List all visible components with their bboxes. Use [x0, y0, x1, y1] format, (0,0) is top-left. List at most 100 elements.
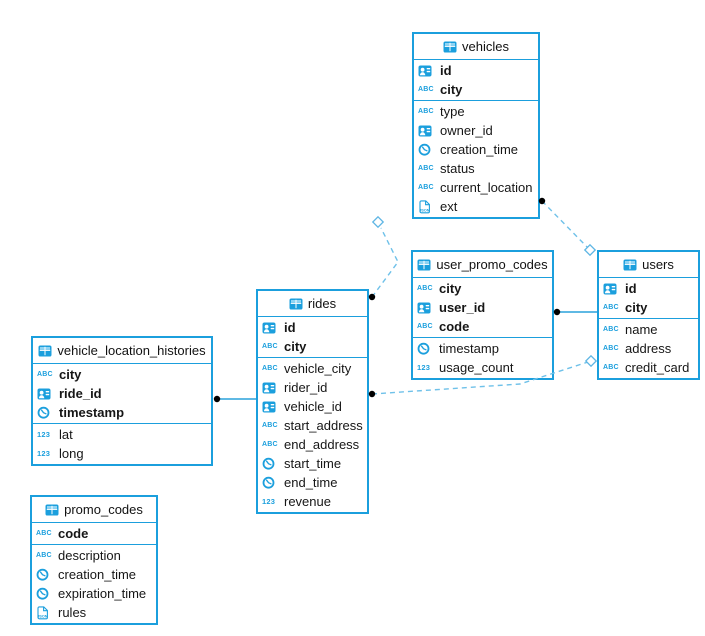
field-row-city[interactable]: ABC city — [599, 298, 698, 317]
field-name-label: timestamp — [439, 341, 499, 356]
field-row-ext[interactable]: JSON ext — [414, 197, 538, 216]
json-icon: JSON — [36, 605, 57, 620]
field-row-end_time[interactable]: end_time — [258, 473, 367, 492]
table-header[interactable]: promo_codes — [32, 497, 156, 523]
field-row-user_id[interactable]: user_id — [413, 298, 552, 317]
field-row-city[interactable]: ABC city — [33, 365, 211, 384]
key-fields-section: id ABC city — [258, 317, 367, 357]
table-title: promo_codes — [64, 502, 143, 517]
field-name-label: vehicle_city — [284, 361, 352, 376]
field-row-id[interactable]: id — [258, 318, 367, 337]
clock-icon — [262, 457, 283, 470]
field-name-label: rider_id — [284, 380, 328, 395]
field-row-rider_id[interactable]: rider_id — [258, 378, 367, 397]
table-header[interactable]: rides — [258, 291, 367, 317]
field-row-owner_id[interactable]: owner_id — [414, 121, 538, 140]
number-123-icon: 123 — [417, 362, 431, 372]
field-row-id[interactable]: id — [414, 61, 538, 80]
table-users[interactable]: users id ABC city ABC name ABC address A… — [597, 250, 700, 380]
field-row-timestamp[interactable]: timestamp — [413, 339, 552, 358]
svg-text:JSON: JSON — [37, 614, 47, 618]
relationship-line-rides-to-vehicles — [371, 227, 399, 298]
field-row-timestamp[interactable]: timestamp — [33, 403, 211, 422]
id-card-icon — [418, 125, 439, 137]
field-row-vehicle_city[interactable]: ABC vehicle_city — [258, 359, 367, 378]
field-name-label: expiration_time — [58, 586, 147, 601]
field-row-revenue[interactable]: 123 revenue — [258, 492, 367, 511]
table-vehicles[interactable]: vehicles id ABC city ABC type owner_id c… — [412, 32, 540, 219]
key-fields-section: ABC city user_id ABC code — [413, 278, 552, 337]
abc-text-icon: ABC — [417, 285, 433, 292]
field-row-code[interactable]: ABC code — [413, 317, 552, 336]
id-card-icon — [417, 302, 438, 314]
table-icon — [45, 504, 59, 516]
abc-text-icon: ABC — [417, 323, 433, 330]
table-icon — [443, 41, 457, 53]
id-card-icon — [262, 382, 283, 394]
field-row-name[interactable]: ABC name — [599, 320, 698, 339]
field-row-end_address[interactable]: ABC end_address — [258, 435, 367, 454]
field-row-status[interactable]: ABC status — [414, 159, 538, 178]
fields-section: 123 lat 123 long — [33, 423, 211, 464]
field-row-id[interactable]: id — [599, 279, 698, 298]
table-title: vehicle_location_histories — [57, 343, 206, 358]
table-promo_codes[interactable]: promo_codes ABC code ABC description cre… — [30, 495, 158, 625]
field-row-type[interactable]: ABC type — [414, 102, 538, 121]
field-name-label: long — [59, 446, 84, 461]
field-row-code[interactable]: ABC code — [32, 524, 156, 543]
field-name-label: city — [284, 339, 307, 354]
table-vehicle_location_histories[interactable]: vehicle_location_histories ABC city ride… — [31, 336, 213, 466]
field-row-city[interactable]: ABC city — [414, 80, 538, 99]
table-header[interactable]: users — [599, 252, 698, 278]
field-row-credit_card[interactable]: ABC credit_card — [599, 358, 698, 377]
table-header[interactable]: vehicles — [414, 34, 538, 60]
table-icon — [289, 298, 303, 310]
field-row-ride_id[interactable]: ride_id — [33, 384, 211, 403]
field-row-creation_time[interactable]: creation_time — [32, 565, 156, 584]
field-name-label: ride_id — [59, 386, 102, 401]
field-name-label: city — [440, 82, 463, 97]
table-header[interactable]: user_promo_codes — [413, 252, 552, 278]
field-row-rules[interactable]: JSON rules — [32, 603, 156, 622]
field-name-label: type — [440, 104, 465, 119]
field-row-long[interactable]: 123 long — [33, 444, 211, 463]
field-row-vehicle_id[interactable]: vehicle_id — [258, 397, 367, 416]
field-name-label: name — [625, 322, 658, 337]
field-name-label: id — [284, 320, 296, 335]
field-name-label: id — [625, 281, 637, 296]
abc-text-icon: ABC — [603, 304, 619, 311]
relationship-diamond-endpoint-rides-to-vehicles — [371, 215, 385, 229]
field-name-label: code — [439, 319, 470, 334]
table-title: user_promo_codes — [436, 257, 548, 272]
field-row-city[interactable]: ABC city — [258, 337, 367, 356]
key-fields-section: id ABC city — [599, 278, 698, 318]
table-user_promo_codes[interactable]: user_promo_codes ABC city user_id ABC co… — [411, 250, 554, 380]
field-name-label: timestamp — [59, 405, 125, 420]
table-icon — [38, 345, 52, 357]
field-row-start_address[interactable]: ABC start_address — [258, 416, 367, 435]
field-row-current_location[interactable]: ABC current_location — [414, 178, 538, 197]
id-card-icon — [37, 388, 58, 400]
field-row-city[interactable]: ABC city — [413, 279, 552, 298]
table-rides[interactable]: rides id ABC city ABC vehicle_city rider… — [256, 289, 369, 514]
table-icon — [417, 259, 431, 271]
table-header[interactable]: vehicle_location_histories — [33, 338, 211, 364]
fields-section: ABC name ABC address ABC credit_card — [599, 318, 698, 378]
field-name-label: creation_time — [440, 142, 519, 157]
abc-text-icon: ABC — [36, 552, 52, 559]
id-card-icon — [262, 322, 283, 334]
field-row-lat[interactable]: 123 lat — [33, 425, 211, 444]
relationship-line-vehicles-to-users — [541, 200, 591, 251]
key-fields-section: ABC code — [32, 523, 156, 544]
abc-text-icon: ABC — [603, 326, 619, 333]
table-title: users — [642, 257, 674, 272]
field-row-address[interactable]: ABC address — [599, 339, 698, 358]
id-card-icon — [418, 65, 439, 77]
field-row-expiration_time[interactable]: expiration_time — [32, 584, 156, 603]
field-row-usage_count[interactable]: 123 usage_count — [413, 358, 552, 377]
field-row-creation_time[interactable]: creation_time — [414, 140, 538, 159]
abc-text-icon: ABC — [603, 345, 619, 352]
relationship-diamond-endpoint-vehicles-to-users — [583, 243, 597, 257]
field-row-description[interactable]: ABC description — [32, 546, 156, 565]
field-row-start_time[interactable]: start_time — [258, 454, 367, 473]
